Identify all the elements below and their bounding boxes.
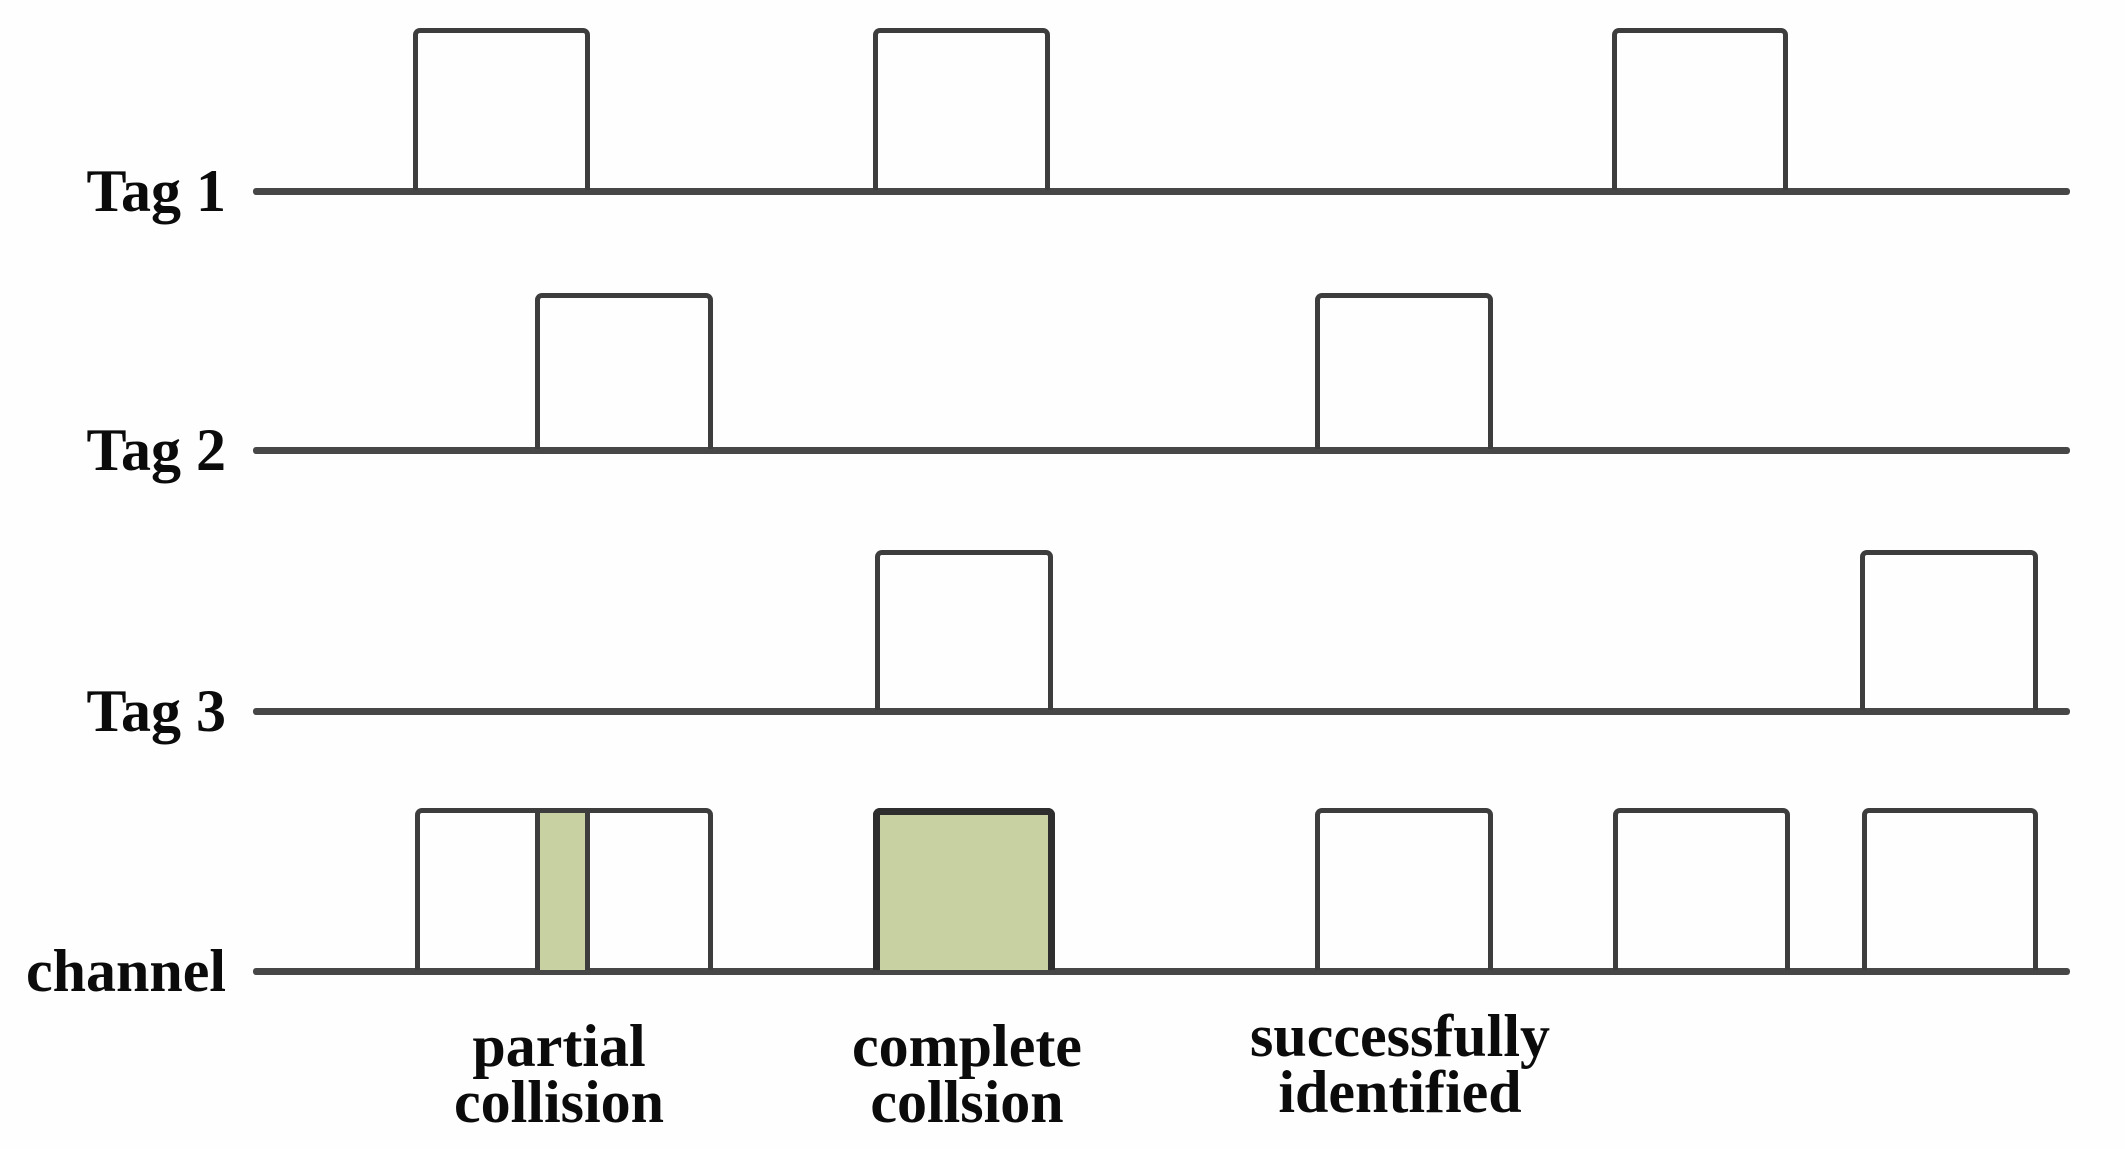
partial-collision-band [535, 813, 590, 970]
pulse-tag1 [413, 28, 590, 190]
row-label-tag1: Tag 1 [86, 157, 226, 224]
pulse-channel [1862, 808, 2038, 970]
timeline-tag2 [253, 447, 2070, 454]
pulse-channel [1315, 808, 1493, 970]
pulse-tag1 [873, 28, 1050, 190]
annotation-line: complete [852, 1013, 1082, 1079]
annotation-complete-collision: complete collsion [852, 1013, 1082, 1135]
collision-pulse-channel [873, 808, 1055, 970]
annotation-line: identified [1278, 1059, 1522, 1125]
timeline-tag3 [253, 708, 2070, 715]
annotation-line: collsion [870, 1069, 1064, 1135]
row-label-tag2: Tag 2 [86, 416, 226, 483]
annotation-partial-collision: partial collision [453, 1013, 665, 1135]
annotation-successfully-identified: successfully identified [1250, 1003, 1550, 1125]
pulse-tag3 [1860, 550, 2038, 710]
pulse-tag1 [1612, 28, 1788, 190]
annotation-line: partial [472, 1013, 646, 1079]
annotation-line: successfully [1250, 1003, 1550, 1069]
pulse-tag2 [1315, 293, 1493, 449]
pulse-tag2 [535, 293, 713, 449]
pulse-channel [415, 808, 713, 970]
annotation-line: collision [453, 1069, 665, 1135]
timeline-tag1 [253, 188, 2070, 195]
pulse-channel [1613, 808, 1790, 970]
row-label-channel: channel [25, 937, 226, 1004]
pulse-tag3 [875, 550, 1053, 710]
row-label-tag3: Tag 3 [86, 677, 226, 744]
timeline-channel [253, 968, 2070, 975]
